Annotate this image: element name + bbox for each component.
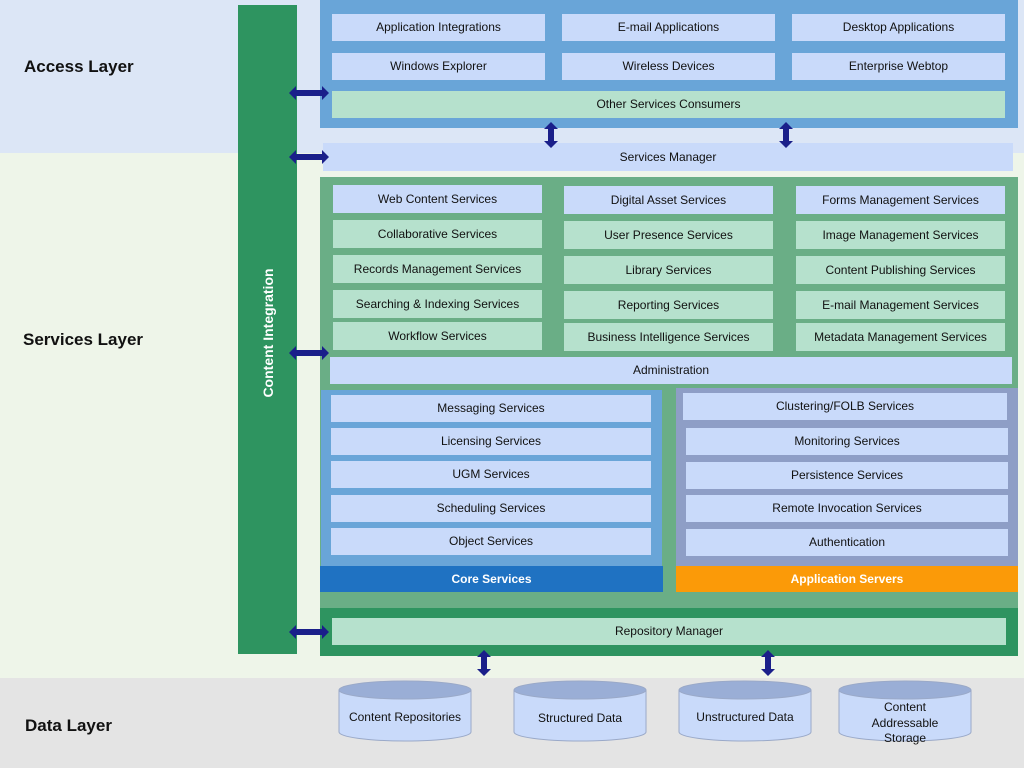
access-item-windows-explorer: Windows Explorer	[332, 53, 545, 80]
data-layer-label: Data Layer	[25, 716, 112, 735]
access-item-email-applications: E-mail Applications	[562, 14, 775, 41]
double-arrow-horizontal-icon	[289, 150, 329, 164]
datastore-label: Unstructured Data	[696, 710, 794, 724]
double-arrow-horizontal-icon	[289, 346, 329, 360]
double-arrow-horizontal-icon	[289, 625, 329, 639]
app-monitoring-services: Monitoring Services	[686, 428, 1008, 455]
datastore-content-addressable-storage: Content Addressable Storage	[838, 680, 972, 745]
service-workflow: Workflow Services	[333, 322, 542, 350]
double-arrow-horizontal-icon	[289, 86, 329, 100]
content-integration-bar: Content Integration	[238, 5, 297, 654]
service-metadata-management: Metadata Management Services	[796, 323, 1005, 351]
app-authentication: Authentication	[686, 529, 1008, 556]
app-clustering-folb-services: Clustering/FOLB Services	[683, 393, 1007, 420]
datastore-unstructured-data: Unstructured Data	[678, 680, 812, 742]
double-arrow-vertical-icon	[779, 122, 793, 148]
service-records-management: Records Management Services	[333, 255, 542, 283]
service-searching-indexing: Searching & Indexing Services	[333, 290, 542, 318]
double-arrow-vertical-icon	[477, 650, 491, 676]
app-persistence-services: Persistence Services	[686, 462, 1008, 489]
cylinder-icon	[513, 680, 647, 742]
double-arrow-vertical-icon	[544, 122, 558, 148]
core-messaging-services: Messaging Services	[331, 395, 651, 422]
repository-manager: Repository Manager	[332, 618, 1006, 645]
service-user-presence: User Presence Services	[564, 221, 773, 249]
core-services-title: Core Services	[320, 566, 663, 592]
service-image-management: Image Management Services	[796, 221, 1005, 249]
cylinder-icon	[838, 680, 972, 742]
cylinder-icon	[338, 680, 472, 742]
app-remote-invocation-services: Remote Invocation Services	[686, 495, 1008, 522]
access-item-desktop-applications: Desktop Applications	[792, 14, 1005, 41]
datastore-label: Content Repositories	[348, 710, 462, 724]
datastore-content-repositories: Content Repositories	[338, 680, 472, 742]
service-library: Library Services	[564, 256, 773, 284]
services-layer-label: Services Layer	[23, 330, 144, 349]
core-licensing-services: Licensing Services	[331, 428, 651, 455]
service-reporting: Reporting Services	[564, 291, 773, 319]
core-object-services: Object Services	[331, 528, 651, 555]
datastore-structured-data: Structured Data	[513, 680, 647, 742]
service-business-intelligence: Business Intelligence Services	[564, 323, 773, 351]
core-scheduling-services: Scheduling Services	[331, 495, 651, 522]
administration: Administration	[330, 357, 1012, 384]
access-item-application-integrations: Application Integrations	[332, 14, 545, 41]
core-ugm-services: UGM Services	[331, 461, 651, 488]
access-layer-label: Access Layer	[24, 57, 134, 76]
datastore-label: Structured Data	[537, 711, 623, 725]
content-integration-label: Content Integration	[259, 268, 276, 398]
cylinder-icon	[678, 680, 812, 742]
service-digital-asset: Digital Asset Services	[564, 186, 773, 214]
service-email-management: E-mail Management Services	[796, 291, 1005, 319]
double-arrow-vertical-icon	[761, 650, 775, 676]
app-servers-title: Application Servers	[676, 566, 1018, 592]
access-item-enterprise-webtop: Enterprise Webtop	[792, 53, 1005, 80]
service-collaborative: Collaborative Services	[333, 220, 542, 248]
access-item-wireless-devices: Wireless Devices	[562, 53, 775, 80]
datastore-label: Content Addressable Storage	[871, 700, 939, 746]
service-content-publishing: Content Publishing Services	[796, 256, 1005, 284]
other-services-consumers: Other Services Consumers	[332, 91, 1005, 118]
service-forms-management: Forms Management Services	[796, 186, 1005, 214]
services-manager: Services Manager	[323, 143, 1013, 171]
service-web-content: Web Content Services	[333, 185, 542, 213]
